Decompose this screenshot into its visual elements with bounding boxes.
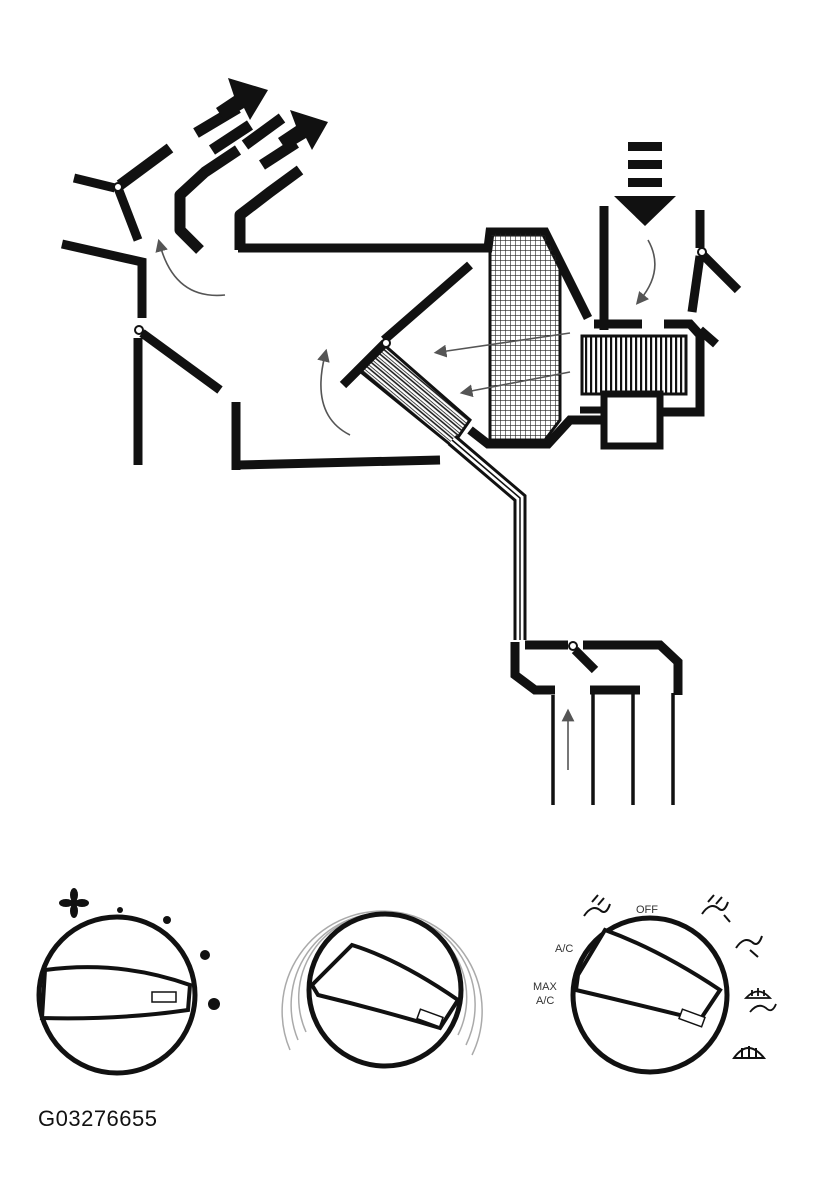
floor-outlets	[551, 693, 675, 805]
figure-code: G03276655	[38, 1106, 158, 1131]
mode-max-ac-label: A/C	[536, 995, 554, 1007]
panel-floor-icon	[701, 894, 731, 923]
floor-defrost-icon	[743, 988, 777, 1013]
mode-off-label: OFF	[636, 904, 658, 916]
defrost-icon	[732, 1046, 767, 1059]
airflow-arrows	[155, 238, 656, 436]
knob-indicator	[416, 1008, 444, 1028]
defrost-outlet-ducts	[116, 103, 304, 254]
temperature-knob[interactable]	[281, 910, 483, 1069]
evaporator-housing-lower	[467, 415, 602, 449]
outlet-arrow-1	[216, 78, 268, 120]
knob-indicator	[151, 991, 177, 1003]
inlet-arrow	[614, 142, 676, 226]
fresh-air-inlet	[599, 206, 742, 330]
heater-core	[339, 338, 472, 449]
mode-ac-label: A/C	[555, 943, 573, 955]
vent-panel-icon	[583, 894, 611, 917]
floor-icon	[735, 935, 763, 958]
defrost-door	[72, 173, 143, 242]
coolant-tubes	[447, 435, 527, 640]
blower-assembly	[580, 319, 719, 450]
fan-speed-dots	[117, 907, 220, 1010]
outlet-arrow-2	[278, 110, 328, 150]
knob-indicator	[678, 1008, 706, 1028]
floor-ducts	[510, 640, 683, 695]
fan-speed-knob[interactable]	[36, 914, 198, 1076]
mode-max-label: MAX	[533, 981, 558, 993]
fan-speed-icon	[59, 888, 89, 918]
mode-selector-knob[interactable]	[570, 915, 730, 1075]
